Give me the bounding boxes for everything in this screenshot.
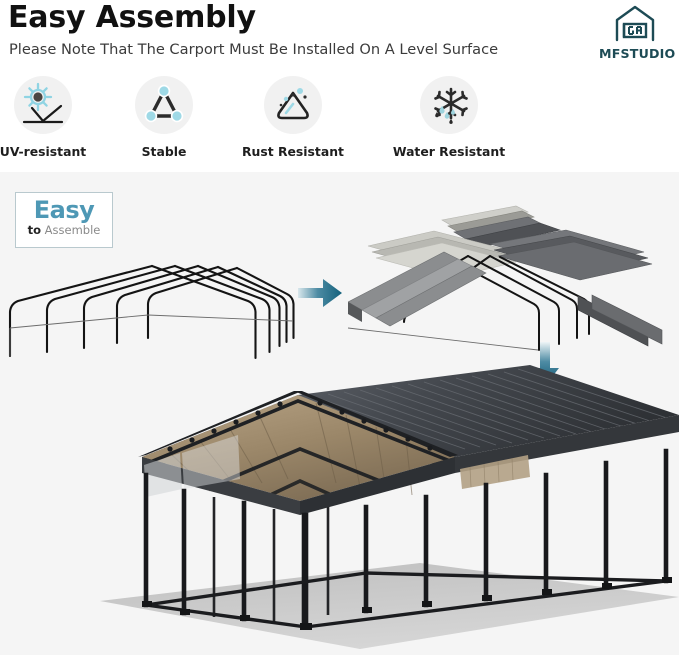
illustration-panel: Easy to Assemble: [0, 172, 679, 655]
house-logo-icon: [599, 4, 671, 46]
feature-rust-resistant: Rust Resistant: [225, 76, 361, 159]
triangle-nodes-icon: [135, 76, 193, 134]
header: Easy Assembly Please Note That The Carpo…: [0, 0, 679, 172]
feature-label: Rust Resistant: [242, 144, 344, 159]
feature-uv-resistant: UV-resistant: [0, 76, 111, 159]
easy-to-assemble-badge: Easy to Assemble: [15, 192, 113, 248]
feature-label: Water Resistant: [392, 144, 506, 159]
roof-panels-exploded: [347, 200, 668, 364]
page-title: Easy Assembly: [8, 0, 256, 35]
feature-list: UV-resistant Stable: [0, 76, 679, 162]
easy-subtext-light: Assemble: [41, 223, 101, 237]
brand-name: MFSTUDIO: [599, 46, 676, 61]
snowflake-water-icon: [420, 76, 478, 134]
arrow-right-icon: [296, 276, 344, 314]
assembled-carport-photo: [60, 357, 679, 655]
feature-water-resistant: Water Resistant: [381, 76, 517, 159]
easy-subtext: to Assemble: [16, 223, 112, 237]
shield-droplet-icon: [264, 76, 322, 134]
sun-uv-icon: [14, 76, 72, 134]
feature-label: UV-resistant: [0, 144, 87, 159]
brand-logo: MFSTUDIO: [599, 4, 675, 60]
easy-word: Easy: [33, 196, 95, 224]
carport-frame-skeleton: [0, 260, 300, 364]
easy-subtext-bold: to: [27, 223, 42, 237]
feature-stable: Stable: [96, 76, 232, 159]
page-subtitle: Please Note That The Carport Must Be Ins…: [9, 41, 499, 58]
feature-label: Stable: [141, 144, 187, 159]
